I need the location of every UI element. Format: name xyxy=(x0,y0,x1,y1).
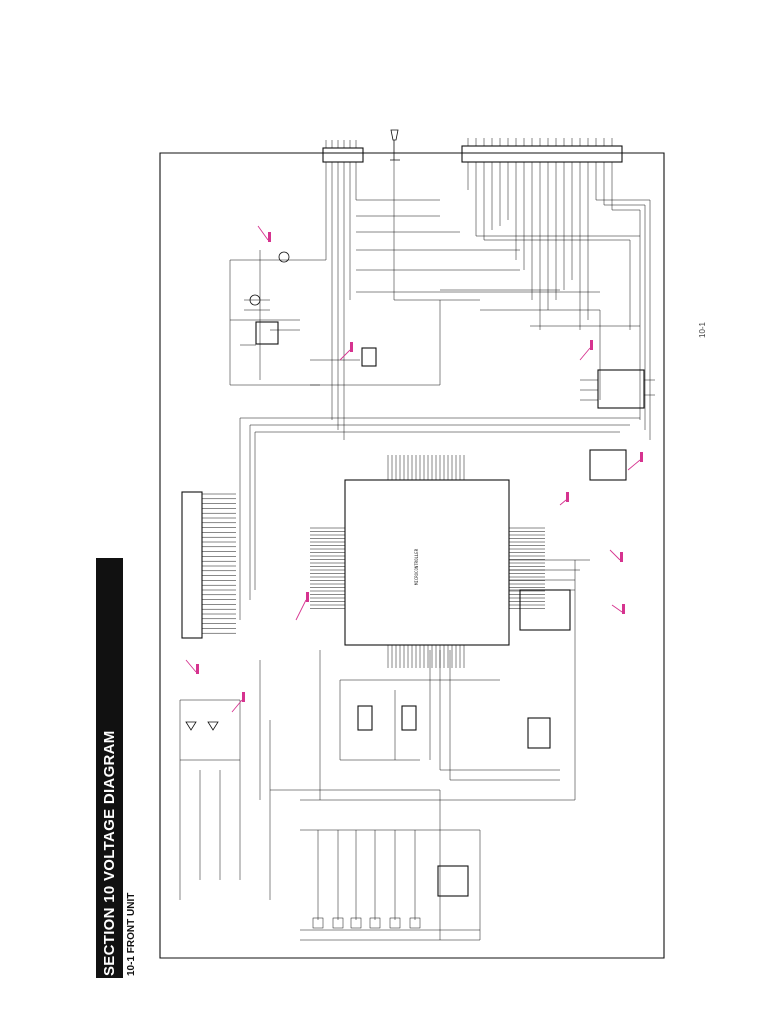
connector-top-right xyxy=(461,138,623,163)
top-left-wiring xyxy=(229,160,640,620)
regulator-cluster xyxy=(240,251,377,367)
right-ic-upper xyxy=(580,369,655,481)
display-bus xyxy=(181,491,236,639)
main-microcontroller: MICROCONTROLLER xyxy=(344,479,510,646)
oscillator-block xyxy=(339,650,560,781)
antenna-jack xyxy=(390,129,400,161)
section-banner xyxy=(96,558,123,978)
bottom-wiring xyxy=(259,650,481,941)
voltage-annotations xyxy=(185,225,643,713)
right-ic-lower xyxy=(300,559,590,801)
main-ic-pins xyxy=(310,455,545,668)
connector-top-left xyxy=(322,140,364,163)
schematic-frame xyxy=(159,152,665,959)
led-column xyxy=(179,699,241,900)
connector-bus-lines xyxy=(467,162,651,440)
svg-text:MICROCONTROLLER: MICROCONTROLLER xyxy=(414,548,419,585)
switch-matrix xyxy=(300,830,480,931)
